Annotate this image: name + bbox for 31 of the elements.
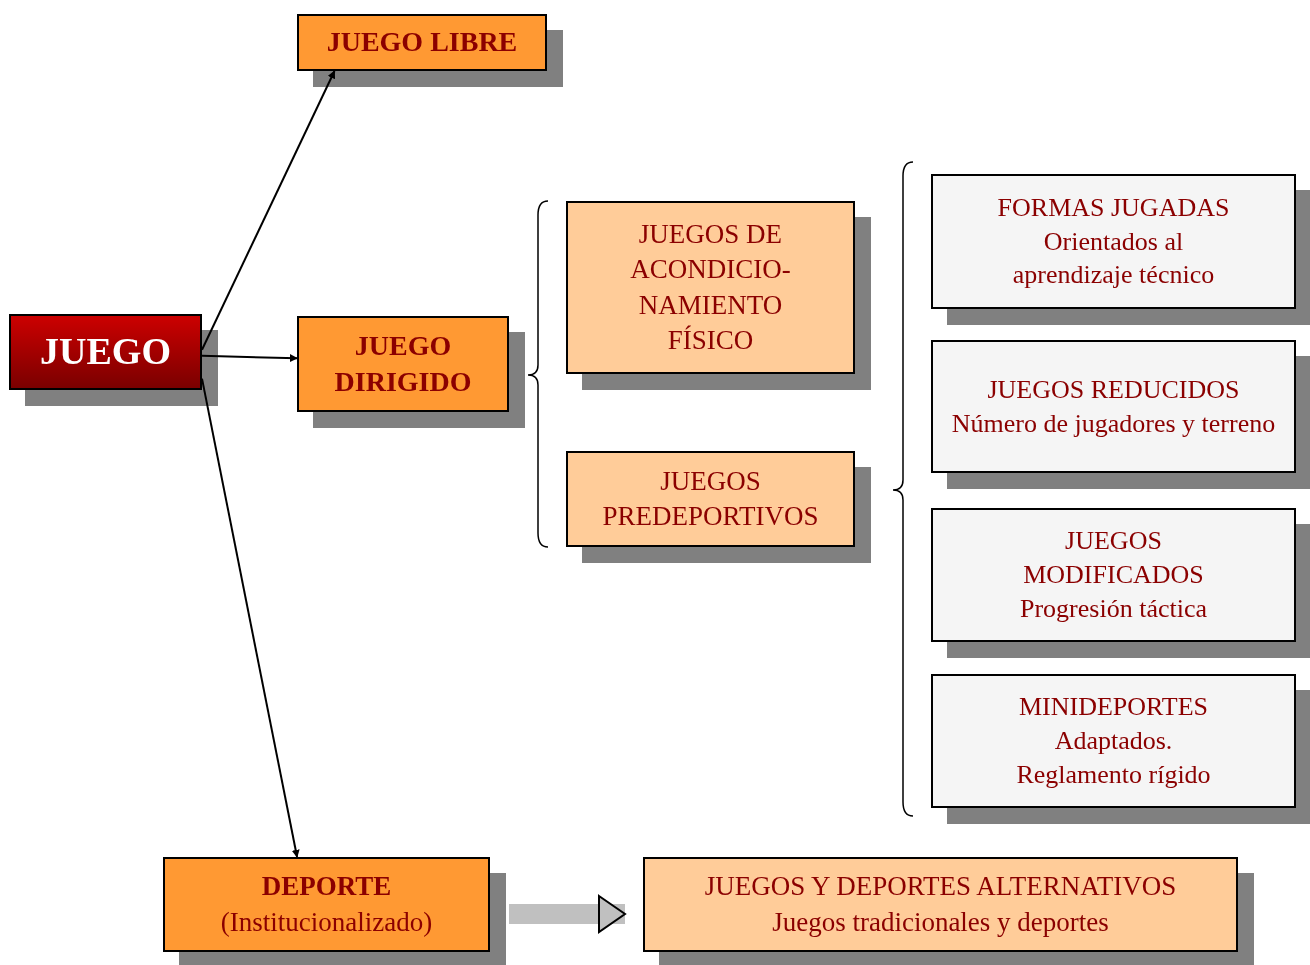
type-box xyxy=(931,340,1296,473)
box-description: Progresión táctica xyxy=(1019,592,1208,625)
box-title: JUEGOS MODIFICADOS xyxy=(1022,525,1205,592)
type-box xyxy=(931,674,1296,808)
box-description: Adaptados. Reglamento rígido xyxy=(1015,725,1212,791)
subcategory-box xyxy=(566,201,855,374)
arrow xyxy=(201,70,336,351)
type-box xyxy=(931,508,1296,642)
subcategory-box xyxy=(566,451,855,547)
box-description: Número de jugadores y terreno xyxy=(950,407,1277,440)
category-box xyxy=(297,14,547,71)
box-title: JUEGOS Y DEPORTES ALTERNATIVOS xyxy=(703,870,1178,904)
box-description: (Institucionalizado) xyxy=(219,905,434,939)
block-arrow xyxy=(509,895,626,933)
box-title: JUEGO DIRIGIDO xyxy=(333,328,473,399)
box-title: DEPORTE xyxy=(260,870,393,904)
box-title: JUEGO xyxy=(39,329,172,375)
box-title: JUEGOS PREDEPORTIVOS xyxy=(601,464,820,533)
box-description: Juegos tradicionales y deportes xyxy=(771,905,1110,939)
box-title: JUEGOS REDUCIDOS xyxy=(986,373,1241,406)
box-title: JUEGO LIBRE xyxy=(325,25,519,60)
box-title: MINIDEPORTES xyxy=(1017,691,1210,724)
category-box xyxy=(297,316,509,412)
box-title: FORMAS JUGADAS xyxy=(996,191,1231,224)
root-box xyxy=(9,314,202,390)
type-box xyxy=(931,174,1296,309)
box-title: JUEGOS DE ACONDICIO- NAMIENTO FÍSICO xyxy=(629,218,792,357)
box-description: Orientados al aprendizaje técnico xyxy=(1011,225,1216,292)
category-box xyxy=(163,857,490,952)
arrow xyxy=(201,354,298,363)
subcategory-box xyxy=(643,857,1238,952)
